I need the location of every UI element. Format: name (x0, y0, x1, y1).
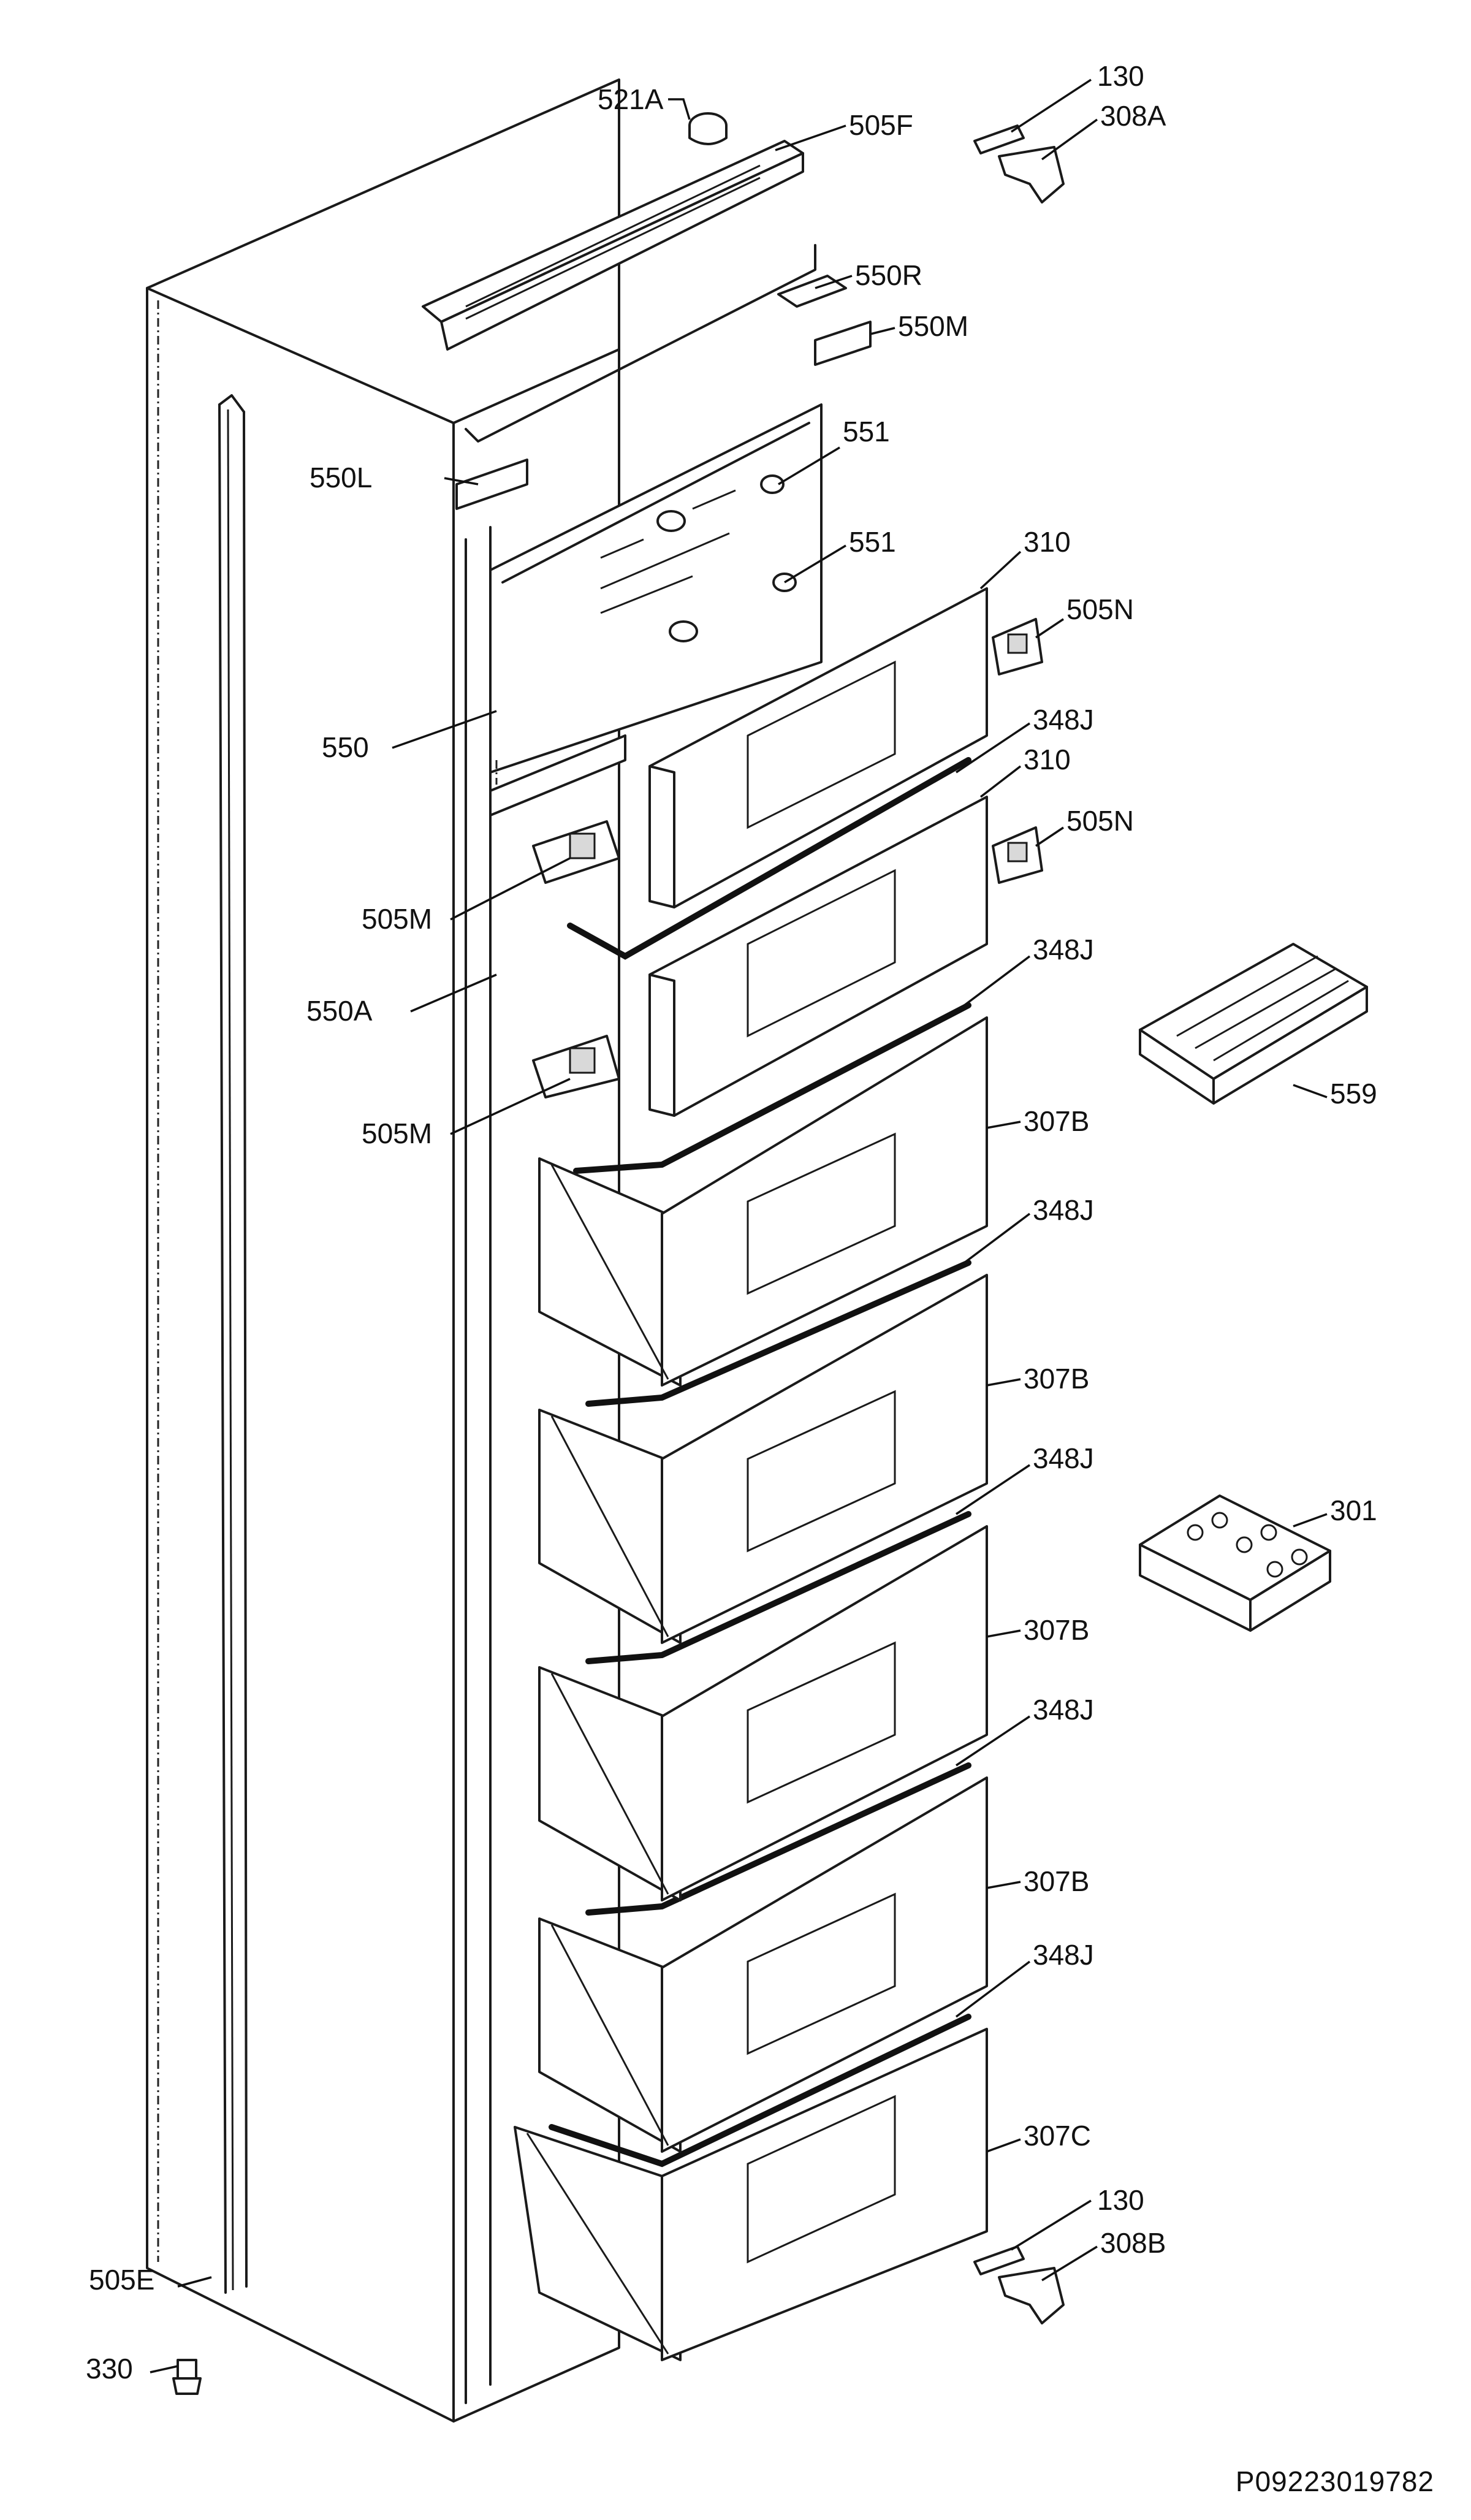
ice-tray-part (1139, 943, 1368, 1105)
label-330: 330 (86, 2353, 133, 2385)
drawer-3 (538, 1525, 988, 1901)
label-559: 559 (1330, 1078, 1377, 1110)
label-550A: 550A (306, 995, 373, 1027)
label-307B-1: 307B (1024, 1105, 1089, 1137)
label-130-top: 130 (1097, 60, 1144, 92)
label-505E: 505E (89, 2264, 154, 2296)
hinge-part-upper-left (532, 820, 620, 884)
drawer-2 (538, 1274, 988, 1644)
hinge-part-upper-right (992, 618, 1043, 676)
callout-labels: 521A 505F 130 308A 550R 550M 550L 551 55… (86, 60, 1377, 2385)
drawer-bottom (514, 2028, 988, 2361)
label-348J-6: 348J (1033, 1939, 1094, 1971)
bracket-part-bottom (973, 2245, 1065, 2324)
drawer-1 (538, 1016, 988, 1387)
label-348J-5: 348J (1033, 1694, 1094, 1726)
label-348J-4: 348J (1033, 1442, 1094, 1474)
bracket-part-top (973, 124, 1065, 204)
label-550L: 550L (310, 462, 372, 493)
screw-part (172, 2359, 202, 2395)
label-307B-4: 307B (1024, 1865, 1089, 1897)
separator-frame (489, 734, 626, 1154)
label-307C: 307C (1024, 2120, 1091, 2152)
label-130-bottom: 130 (1097, 2184, 1144, 2216)
label-348J-3: 348J (1033, 1194, 1094, 1226)
leader-lines (150, 78, 1328, 2373)
label-505M-lower: 505M (362, 1117, 432, 1149)
hinge-part-lower-left (532, 1035, 620, 1098)
label-551-lower: 551 (849, 526, 896, 558)
door-gasket-strip (218, 394, 248, 2294)
flap-lower (648, 796, 988, 1117)
label-307B-3: 307B (1024, 1614, 1089, 1646)
flap-upper (648, 587, 988, 908)
label-310-upper: 310 (1024, 526, 1071, 558)
label-505N-lower: 505N (1066, 805, 1134, 837)
knob-part (688, 112, 728, 145)
label-505F: 505F (849, 109, 913, 141)
ice-cube-tray-part (1139, 1494, 1331, 1632)
label-505N-upper: 505N (1066, 593, 1134, 625)
top-rail (422, 140, 816, 443)
label-551-upper: 551 (843, 416, 890, 447)
label-307B-2: 307B (1024, 1363, 1089, 1395)
label-550: 550 (322, 731, 369, 763)
seal-strips (549, 757, 971, 2168)
label-521A: 521A (598, 83, 664, 115)
hinge-part-middle-right (992, 826, 1043, 884)
label-308A: 308A (1100, 100, 1166, 132)
label-550M: 550M (898, 310, 968, 342)
label-550R: 550R (855, 259, 922, 291)
label-301: 301 (1330, 1494, 1377, 1526)
label-348J-2: 348J (1033, 934, 1094, 965)
label-505M-upper: 505M (362, 903, 432, 935)
drawing-code: P09223019782 (1235, 2465, 1434, 2497)
cabinet-body (146, 78, 620, 2423)
label-308B: 308B (1100, 2227, 1166, 2259)
drawer-4 (538, 1776, 988, 2153)
label-348J-1: 348J (1033, 704, 1094, 736)
label-310-lower: 310 (1024, 744, 1071, 775)
